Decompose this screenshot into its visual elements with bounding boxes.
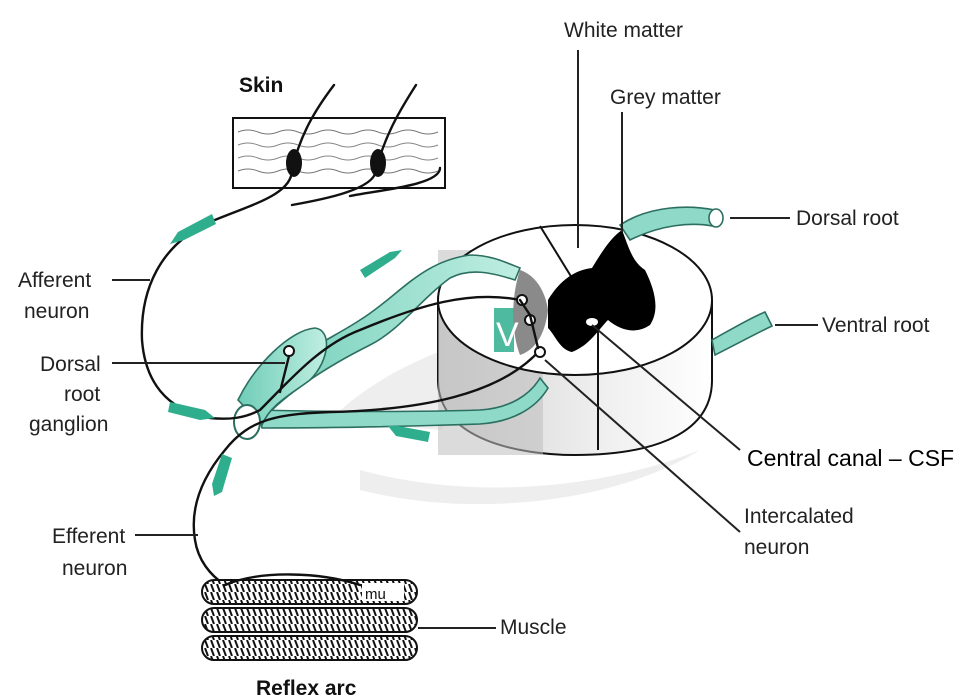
label-white-matter: White matter — [564, 19, 683, 42]
label-dorsal-root: Dorsal root — [796, 207, 899, 230]
label-central-prefix: Central — [747, 445, 821, 471]
label-intercalated-line1: Intercalated — [744, 505, 854, 528]
v-marker: V — [496, 316, 519, 354]
label-central-canal: Central canal – CSF — [747, 445, 954, 471]
label-efferent-line2: neuron — [62, 557, 127, 580]
nerve-cut-end — [234, 405, 260, 439]
label-drg-line2: root — [64, 383, 100, 406]
arrow-down — [212, 454, 232, 496]
ganglion-cell-body — [284, 346, 294, 356]
label-efferent-line1: Efferent — [52, 525, 125, 548]
label-afferent-line2: neuron — [24, 300, 89, 323]
muscle-tag: mu — [365, 586, 386, 603]
label-drg-line1: Dorsal — [40, 353, 101, 376]
label-ventral-root: Ventral root — [822, 314, 930, 337]
label-muscle: Muscle — [500, 616, 567, 639]
diagram-title: Reflex arc — [256, 677, 357, 700]
label-drg-line3: ganglion — [29, 413, 108, 436]
arrow-left-upper — [170, 214, 216, 244]
label-afferent-line1: Afferent — [18, 269, 91, 292]
ventral-root — [712, 312, 772, 355]
arrow-right-upper — [360, 250, 402, 278]
background-swoosh-lower — [360, 450, 700, 504]
label-skin: Skin — [239, 74, 283, 97]
label-central-rest: canal – CSF — [821, 445, 954, 471]
arrow-right-lower — [168, 402, 215, 420]
dorsal-root — [620, 207, 715, 240]
muscle: mu — [202, 574, 417, 660]
label-grey-matter: Grey matter — [610, 86, 721, 109]
skin-block — [233, 85, 445, 188]
label-intercalated-line2: neuron — [744, 536, 809, 559]
